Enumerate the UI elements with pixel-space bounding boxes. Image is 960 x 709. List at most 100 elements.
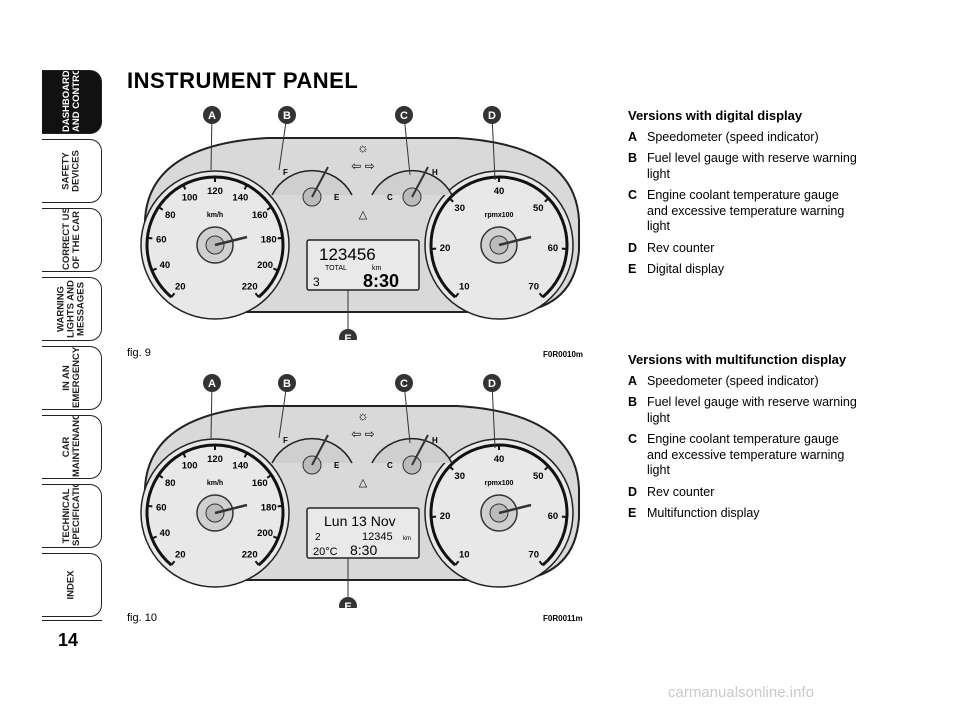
turn-signal-icon: ⇦ ⇨ [351,159,374,173]
light-sensor-icon: ☼ [357,140,369,155]
rev-counter-tick-label: 10 [459,549,470,560]
speedometer-tick-mark [273,267,279,272]
date-readout: Lun 13 Nov [324,513,396,529]
watermark: carmanualsonline.info [668,684,814,701]
display-screen [306,507,420,559]
odometer-unit: km [403,536,411,542]
rev-counter-tick-label: 50 [533,471,544,482]
speedometer-tick-label: 140 [232,192,248,203]
callout-badge [278,106,296,124]
rev-counter-tick-mark [538,560,544,566]
speedometer-tick-mark [182,452,187,458]
rev-counter-tick-mark [454,292,460,298]
rev-counter-tick-mark [448,465,454,471]
rev-counter-tick-label: 20 [440,243,451,254]
rev-counter-tick-label: 30 [454,203,465,214]
speedometer-tick-mark [266,206,272,211]
rev-counter-tick-label: 40 [494,454,505,465]
speedometer-tick-label: 40 [160,528,171,539]
temp-hot-mark: H [432,436,438,445]
speedometer-unit-label: km/h [207,480,223,487]
speedometer-tick-mark [277,236,283,240]
tab-car-maintenance[interactable]: CAR MAINTENANCE [42,415,102,479]
speedometer-tick-label: 20 [175,549,186,560]
speedometer-tick-label: 120 [207,454,223,465]
callout-label: B [283,110,291,122]
page-divider [42,620,102,621]
speedometer-tick-label: 100 [182,192,198,203]
rev-counter-tick-mark [544,465,550,471]
tab-technical-specifications[interactable]: TECHNICAL SPECIFICATIONS [42,484,102,548]
callout-label: A [208,110,216,122]
callout-leader [210,114,213,171]
fuel-gauge [271,437,353,464]
temperature-gauge-needle [411,434,429,466]
callout-badge [395,106,413,124]
callout-label: C [400,378,408,390]
callout-label: D [488,110,496,122]
clock-readout: 8:30 [350,542,377,558]
callout-label: E [344,601,351,608]
callout-leader [491,114,496,181]
rev-counter-tick-label: 70 [528,549,539,560]
callout-badge [278,374,296,392]
speedometer-tick-label: 80 [165,478,176,489]
temp-hot-mark: H [432,168,438,177]
speedometer-tick-mark [254,292,260,298]
rev-counter-needle [498,235,532,247]
tab-correct-use[interactable]: CORRECT USE OF THE CAR [42,208,102,272]
speedometer-tick-label: 100 [182,460,198,471]
speedometer-tick-mark [182,184,187,190]
tab-safety-devices[interactable]: SAFETY DEVICES [42,139,102,203]
rev-counter-tick-label: 40 [494,186,505,197]
tab-warning-lights[interactable]: WARNING LIGHTS AND MESSAGES [42,277,102,341]
fuel-full-mark: F [283,436,288,445]
fuel-empty-mark: E [334,193,340,202]
callout-label: A [208,378,216,390]
odometer-unit: km [372,265,382,272]
speedometer-tick-label: 180 [261,502,277,513]
rev-counter-tick-label: 20 [440,511,451,522]
temperature-gauge [371,169,453,196]
callout-badge [395,374,413,392]
speedometer-tick-mark [151,267,157,272]
rev-counter-tick-mark [448,197,454,203]
clock-readout: 8:30 [363,271,399,291]
callout-label: E [344,333,351,340]
section-heading: Versions with digital display [628,108,803,123]
tab-dashboard-and-controls[interactable]: DASHBOARD AND CONTROLS [42,70,102,134]
tab-index[interactable]: INDEX [42,553,102,617]
page-number: 14 [58,630,79,650]
rev-counter-tick-label: 70 [528,281,539,292]
speedometer-tick-label: 80 [165,210,176,221]
figure-caption: fig. 10 [127,612,157,624]
display-screen [306,239,420,291]
instrument-cluster-digital: 20406080100120140160180200220km/h1020304… [140,106,580,347]
tab-in-an-emergency[interactable]: IN AN EMERGENCY [42,346,102,410]
outside-temp-readout: 20°C [313,546,338,558]
gear-indicator: 2 [315,532,321,543]
page-title: INSTRUMENT PANEL [127,68,359,93]
speedometer-tick-mark [158,474,164,479]
speedometer-tick-mark [147,236,153,240]
speedometer-tick-mark [147,504,153,508]
speedometer-tick-label: 140 [232,460,248,471]
callout-leader [403,382,411,444]
speedometer-tick-mark [243,452,248,458]
figure-code: F0R0010m [543,350,584,359]
speedometer-tick-mark [170,292,176,298]
callout-badge [203,374,221,392]
fuel-full-mark: F [283,168,288,177]
rev-counter-tick-label: 30 [454,471,465,482]
speedometer-tick-label: 160 [252,210,268,221]
